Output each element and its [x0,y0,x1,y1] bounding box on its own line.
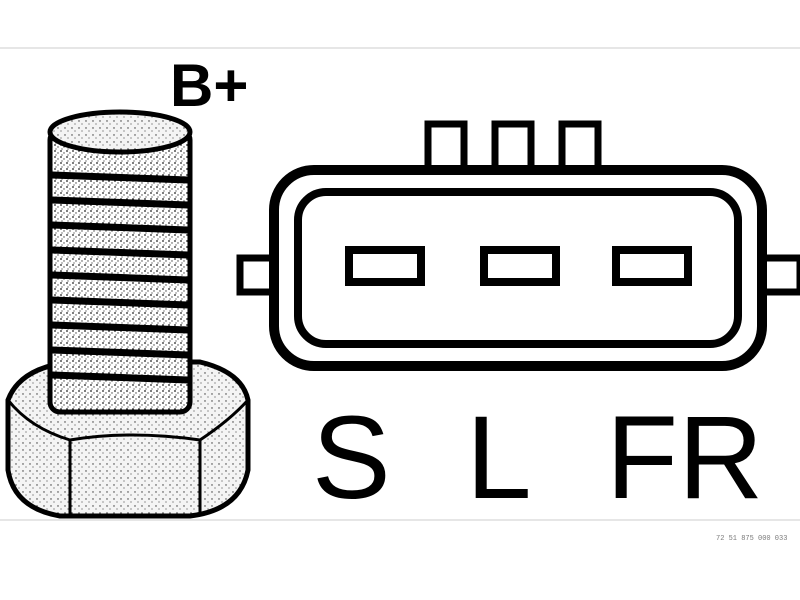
connector-pin-l [480,246,560,286]
pin-label-l: L [466,392,532,524]
battery-positive-label: B+ [170,52,248,119]
bolt-hex-side-right [199,398,250,442]
pin-label-s: S [312,392,391,524]
pin-label-fr: FR [606,392,763,524]
bolt-hex-side-left [6,399,71,442]
battery-terminal-bolt [5,109,251,519]
bolt-threads [51,171,189,384]
three-pin-connector [236,120,800,371]
reference-code: 72 51 875 000 033 [716,535,787,543]
connector-pin-s [345,246,425,286]
bolt-top [47,109,193,155]
connector-pin-fr [612,246,692,286]
bolt-hex-face-line [68,433,202,516]
